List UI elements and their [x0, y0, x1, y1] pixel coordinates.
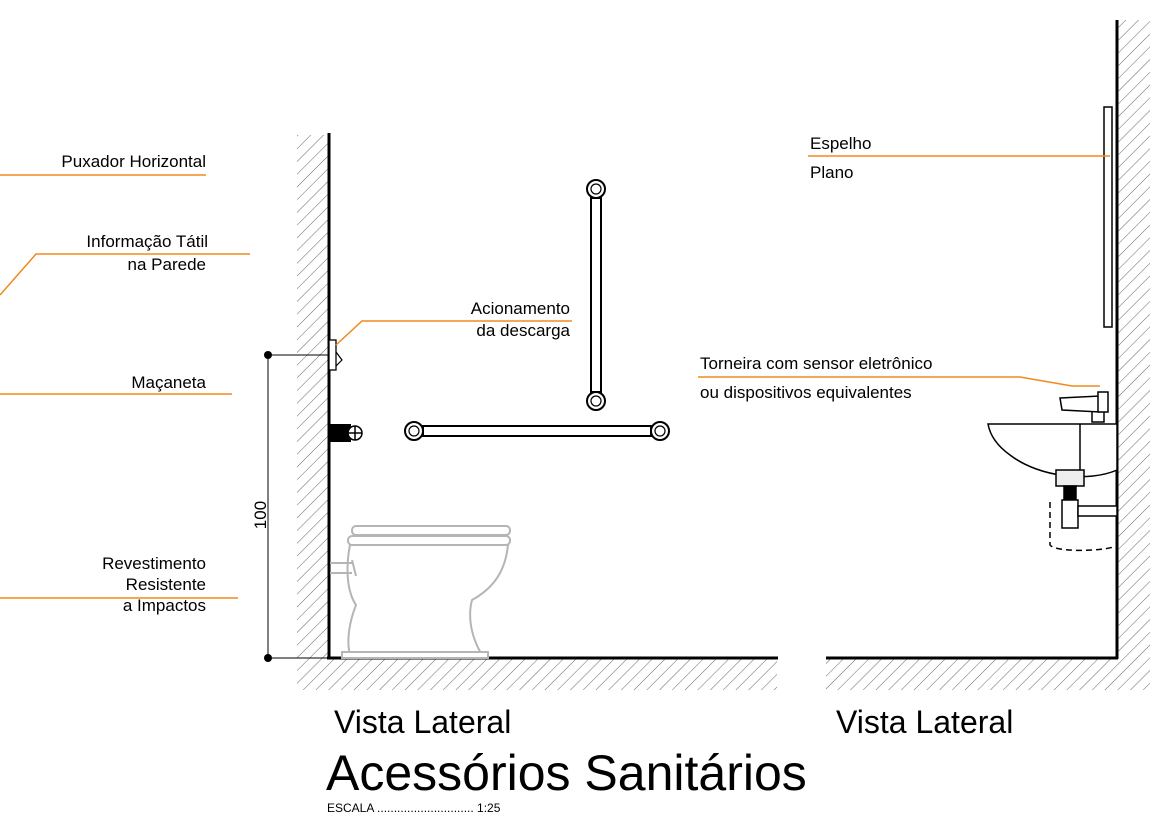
label-puxador-horizontal: Puxador Horizontal [61, 152, 206, 171]
label-informacao-tatil: Informação Tátil [86, 232, 208, 251]
leader-informacao [0, 253, 250, 296]
sink [987, 391, 1118, 552]
mirror [1103, 106, 1113, 328]
horizontal-grab-bar [404, 421, 670, 441]
toilet [330, 525, 511, 659]
label-resistente: Resistente [125, 575, 206, 594]
right-wall-hatch [1117, 20, 1150, 658]
vertical-grab-bar [586, 179, 606, 411]
right-view-title: Vista Lateral [836, 704, 1014, 740]
label-dispositivos: ou dispositivos equivalentes [700, 383, 912, 402]
label-acionamento: Acionamento [470, 299, 570, 318]
label-na-parede: na Parede [127, 255, 206, 274]
left-view-title: Vista Lateral [334, 704, 512, 740]
label-espelho: Espelho [810, 134, 872, 153]
height-dimension [264, 351, 329, 662]
label-da-descarga: da descarga [476, 321, 570, 340]
label-a-impactos: a Impactos [122, 596, 206, 615]
label-torneira: Torneira com sensor eletrônico [700, 354, 933, 373]
flush-actuator [328, 339, 343, 371]
leader-lines [0, 155, 1110, 599]
right-floor-hatch [826, 658, 1150, 690]
leader-acionamento [335, 320, 572, 346]
left-wall-hatch [297, 135, 329, 658]
label-macaneta: Maçaneta [131, 373, 206, 392]
side-wall-grab-bar [329, 424, 363, 442]
label-plano: Plano [810, 163, 854, 182]
dimension-label: 100 [251, 500, 270, 530]
label-revestimento: Revestimento [102, 554, 206, 573]
left-floor-hatch [297, 658, 777, 690]
right-view [826, 20, 1150, 690]
scale-label: ESCALA ............................. 1:2… [327, 801, 501, 815]
left-view [264, 133, 778, 690]
leader-torneira [698, 376, 1100, 387]
drawing-title: Acessórios Sanitários [326, 745, 807, 801]
